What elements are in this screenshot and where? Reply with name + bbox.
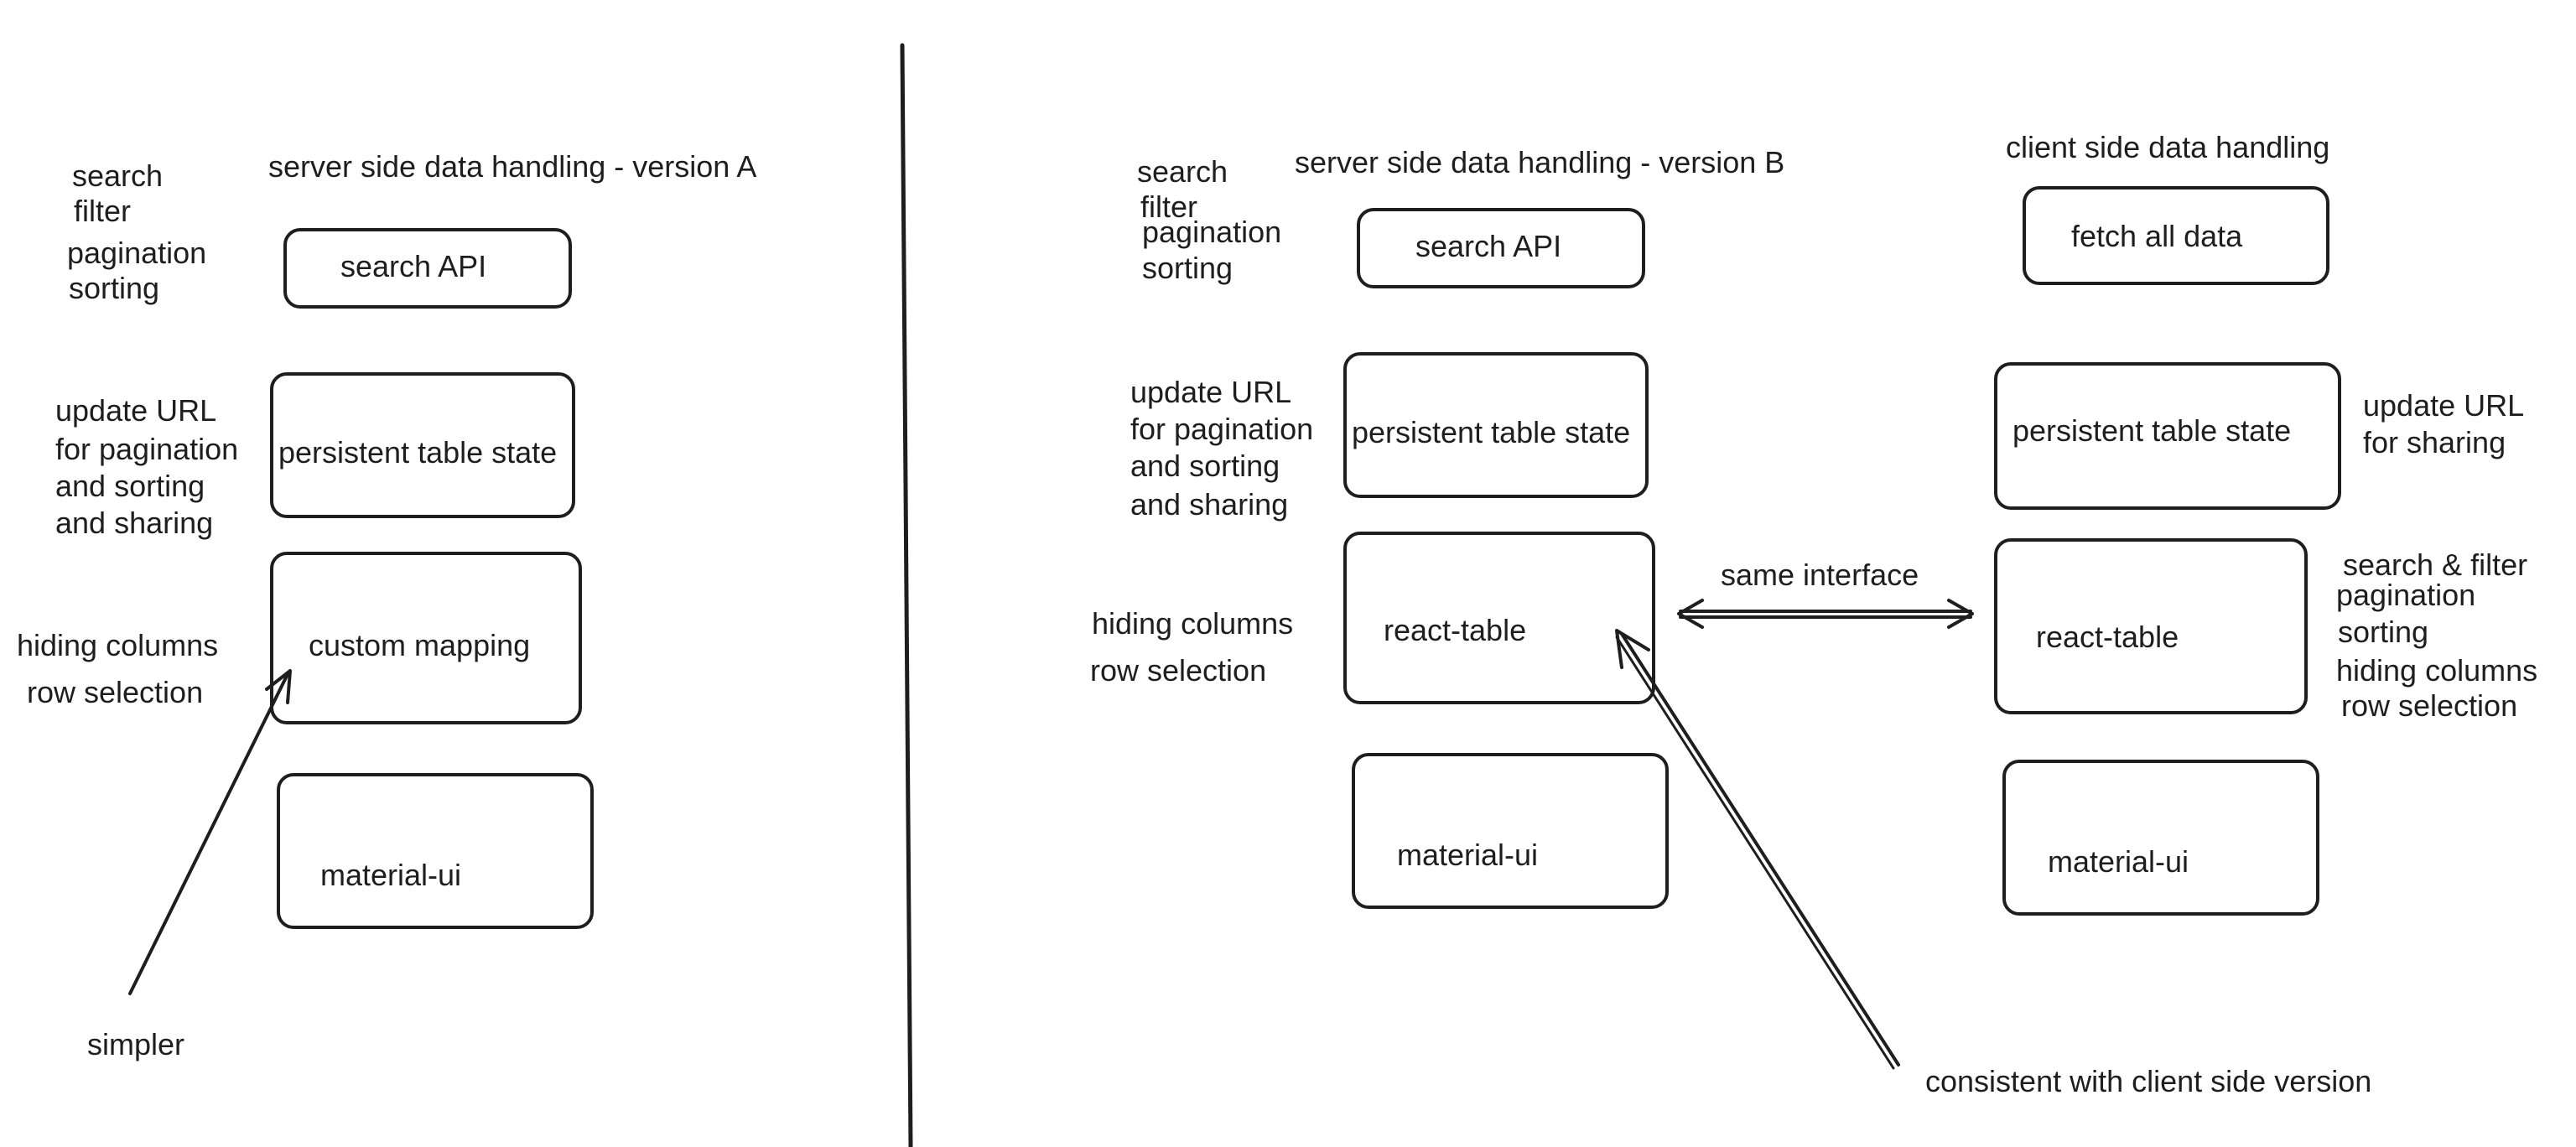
c-react-table-label: react-table: [2036, 620, 2179, 654]
b-search-api-label: search API: [1415, 229, 1562, 263]
arrow-simpler-to-custom-mapping: [128, 669, 292, 995]
note-b-filter: filter: [1140, 189, 1198, 224]
c-persistent-table-state-label: persistent table state: [2012, 413, 2292, 448]
note-update-url: update URL: [55, 393, 217, 428]
note-simpler: simpler: [87, 1027, 185, 1061]
b-persistent-table-state-label: persistent table state: [1352, 415, 1631, 449]
note-search: search: [72, 158, 164, 193]
arrow-consistent-to-react-table: [1615, 629, 1900, 1070]
version-a-title: server side data handling - version A: [268, 149, 757, 184]
fetch-all-data-box: fetch all data: [2023, 186, 2329, 285]
note-b-and-sharing: and sharing: [1130, 487, 1289, 522]
note-filter: filter: [74, 194, 132, 228]
note-c-update-url: update URL: [2363, 388, 2525, 423]
persistent-table-state-box: persistent table state: [270, 372, 575, 518]
version-b-title: server side data handling - version B: [1295, 145, 1785, 179]
note-b-update-url: update URL: [1130, 375, 1292, 409]
note-b-search: search: [1137, 154, 1228, 189]
divider-line: [900, 43, 913, 1147]
custom-mapping-label: custom mapping: [309, 628, 531, 662]
note-c-row-selection: row selection: [2341, 688, 2518, 723]
b-react-table-box: react-table: [1343, 532, 1655, 704]
b-persistent-table-state-box: persistent table state: [1343, 352, 1649, 498]
material-ui-box: material-ui: [277, 773, 594, 929]
note-c-for-sharing: for sharing: [2363, 425, 2506, 459]
note-same-interface: same interface: [1721, 558, 1919, 592]
note-for-pagination: for pagination: [55, 432, 239, 466]
note-b-row-selection: row selection: [1090, 653, 1267, 688]
b-material-ui-label: material-ui: [1397, 838, 1539, 872]
note-hiding-columns: hiding columns: [17, 628, 219, 662]
b-search-api-box: search API: [1357, 208, 1645, 288]
c-material-ui-label: material-ui: [2048, 844, 2189, 879]
note-pagination: pagination: [67, 236, 207, 270]
client-side-title: client side data handling: [2006, 130, 2330, 164]
c-react-table-box: react-table: [1994, 538, 2308, 714]
c-persistent-table-state-box: persistent table state: [1994, 362, 2341, 510]
b-react-table-label: react-table: [1384, 613, 1527, 647]
note-consistent: consistent with client side version: [1925, 1064, 2372, 1098]
note-b-hiding-columns: hiding columns: [1092, 606, 1294, 641]
note-sorting: sorting: [69, 271, 160, 305]
search-api-box: search API: [283, 228, 572, 309]
note-c-search-filter: search & filter: [2343, 548, 2528, 582]
fetch-all-data-label: fetch all data: [2071, 219, 2243, 253]
note-row-selection: row selection: [27, 675, 204, 709]
note-and-sharing: and sharing: [55, 506, 214, 540]
note-b-and-sorting: and sorting: [1130, 449, 1280, 483]
note-and-sorting: and sorting: [55, 469, 205, 503]
search-api-label: search API: [340, 249, 487, 283]
c-material-ui-box: material-ui: [2002, 760, 2319, 916]
custom-mapping-box: custom mapping: [270, 552, 582, 724]
note-c-sorting: sorting: [2338, 615, 2429, 649]
arrow-same-interface: [1677, 599, 1974, 629]
note-c-pagination: pagination: [2336, 578, 2476, 612]
material-ui-label: material-ui: [320, 858, 462, 892]
note-c-hiding-columns: hiding columns: [2336, 653, 2538, 688]
note-b-sorting: sorting: [1142, 251, 1233, 285]
note-b-pagination: pagination: [1142, 215, 1282, 249]
persistent-table-state-label: persistent table state: [278, 435, 558, 470]
note-b-for-pagination: for pagination: [1130, 412, 1314, 446]
b-material-ui-box: material-ui: [1352, 753, 1669, 909]
